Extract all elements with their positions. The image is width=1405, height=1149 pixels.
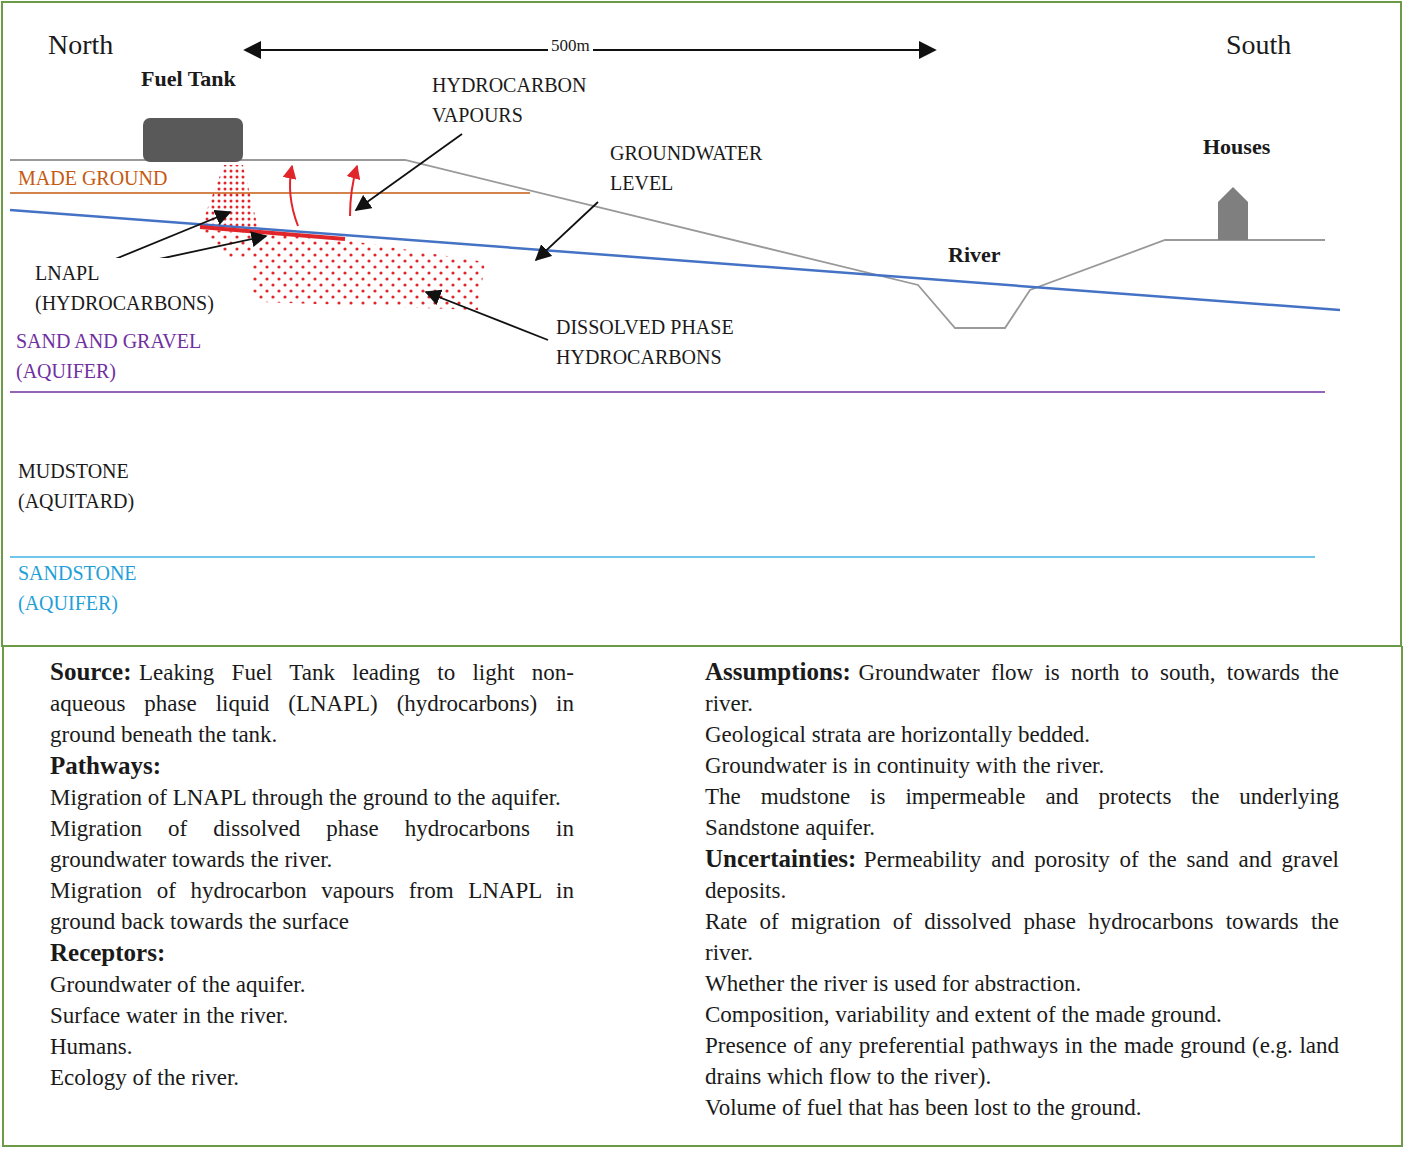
stratum-label: SANDSTONE (AQUIFER) — [18, 558, 188, 618]
paragraph: Receptors: — [50, 937, 574, 969]
callout-label: DISSOLVED PHASE HYDROCARBONS — [556, 312, 796, 372]
section-heading: Pathways: — [50, 752, 169, 779]
stratum-label: SAND AND GRAVEL (AQUIFER) — [16, 326, 256, 386]
river-label: River — [948, 240, 1001, 270]
section-text: Whether the river is used for abstractio… — [705, 971, 1081, 996]
leader-line — [426, 292, 548, 340]
compass-label: South — [1226, 28, 1291, 62]
vapour-arrow — [290, 166, 298, 226]
compass-label: North — [48, 28, 113, 62]
text-column: Source:Leaking Fuel Tank leading to ligh… — [50, 656, 574, 1093]
section-heading: Receptors: — [50, 939, 173, 966]
paragraph: Surface water in the river. — [50, 1000, 574, 1031]
section-text: Rate of migration of dissolved phase hyd… — [705, 909, 1339, 965]
paragraph: Volume of fuel that has been lost to the… — [705, 1092, 1339, 1123]
section-text: Groundwater of the aquifer. — [50, 972, 305, 997]
dimension-label: 500m — [548, 36, 593, 56]
callout-label: LNAPL (HYDROCARBONS) — [32, 258, 253, 318]
lnapl-layer — [200, 227, 345, 239]
section-text: Humans. — [50, 1034, 132, 1059]
house-icon: Houses — [1218, 187, 1248, 240]
house-shape — [1218, 187, 1248, 240]
paragraph: Pathways: — [50, 750, 574, 782]
section-text: Composition, variability and extent of t… — [705, 1002, 1222, 1027]
leader-line — [356, 134, 462, 210]
section-text: Geological strata are horizontally bedde… — [705, 722, 1090, 747]
made-ground-line — [10, 192, 530, 194]
section-text: Migration of dissolved phase hydrocarbon… — [50, 816, 574, 872]
section-text: Presence of any preferential pathways in… — [705, 1033, 1339, 1089]
stratum-label: MADE GROUND — [18, 166, 167, 190]
lnapl-source — [200, 165, 258, 228]
paragraph: Rate of migration of dissolved phase hyd… — [705, 906, 1339, 968]
leader-line — [536, 202, 598, 260]
section-text: Groundwater is in continuity with the ri… — [705, 753, 1104, 778]
paragraph: Geological strata are horizontally bedde… — [705, 719, 1339, 750]
tank-label: Fuel Tank — [141, 66, 236, 92]
paragraph: Groundwater is in continuity with the ri… — [705, 750, 1339, 781]
callout-label: HYDROCARBON VAPOURS — [432, 70, 632, 130]
stratum-label: MUDSTONE (AQUITARD) — [18, 456, 188, 516]
section-text: The mudstone is impermeable and protects… — [705, 784, 1339, 840]
vapour-arrow — [350, 166, 357, 216]
aquifer-base — [10, 391, 1325, 392]
callout-label: GROUNDWATER LEVEL — [610, 138, 810, 198]
text-column: Assumptions:Groundwater flow is north to… — [705, 656, 1339, 1123]
mudstone-base — [10, 556, 1315, 557]
paragraph: Composition, variability and extent of t… — [705, 999, 1339, 1030]
houses-label: Houses — [1203, 134, 1270, 160]
section-text: Volume of fuel that has been lost to the… — [705, 1095, 1142, 1120]
fuel-tank: Fuel Tank — [143, 118, 243, 162]
paragraph: Ecology of the river. — [50, 1062, 574, 1093]
paragraph: Uncertainties:Permeability and porosity … — [705, 843, 1339, 906]
section-heading: Source: — [50, 658, 139, 685]
section-text: Migration of hydrocarbon vapours from LN… — [50, 878, 574, 934]
section-text: Ecology of the river. — [50, 1065, 239, 1090]
paragraph: Presence of any preferential pathways in… — [705, 1030, 1339, 1092]
paragraph: The mudstone is impermeable and protects… — [705, 781, 1339, 843]
section-heading: Assumptions: — [705, 658, 858, 685]
paragraph: Assumptions:Groundwater flow is north to… — [705, 656, 1339, 719]
leader-line — [108, 212, 230, 262]
paragraph: Humans. — [50, 1031, 574, 1062]
section-heading: Uncertainties: — [705, 845, 864, 872]
section-text: Migration of LNAPL through the ground to… — [50, 785, 561, 810]
frame — [2, 2, 1401, 646]
paragraph: Whether the river is used for abstractio… — [705, 968, 1339, 999]
section-text: Surface water in the river. — [50, 1003, 288, 1028]
paragraph: Groundwater of the aquifer. — [50, 969, 574, 1000]
summary-panel: Source:Leaking Fuel Tank leading to ligh… — [2, 646, 1403, 1147]
paragraph: Source:Leaking Fuel Tank leading to ligh… — [50, 656, 574, 750]
paragraph: Migration of LNAPL through the ground to… — [50, 782, 574, 813]
paragraph: Migration of dissolved phase hydrocarbon… — [50, 813, 574, 875]
paragraph: Migration of hydrocarbon vapours from LN… — [50, 875, 574, 937]
